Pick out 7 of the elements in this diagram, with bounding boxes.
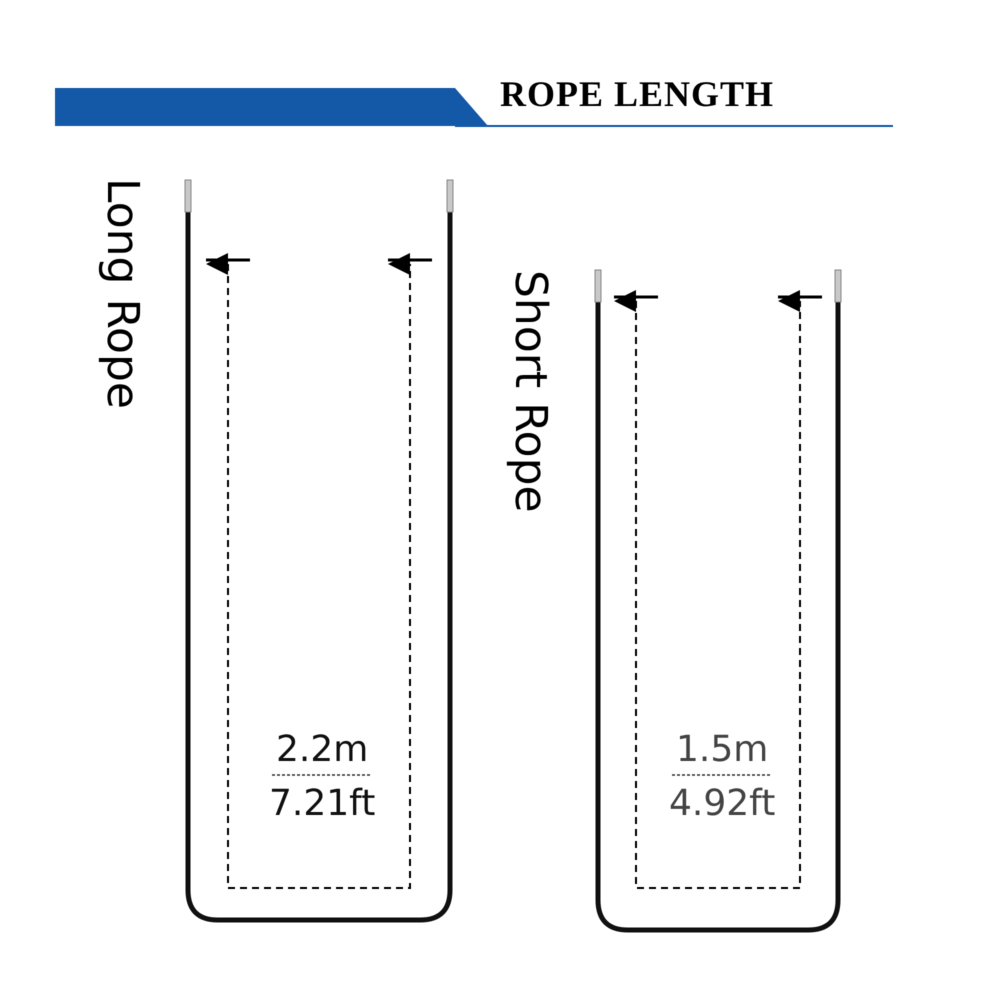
rope-label: Long Rope: [100, 178, 144, 409]
length-metres: 1.5m: [676, 732, 768, 768]
length-metres: 2.2m: [276, 732, 368, 768]
length-feet: 7.21ft: [269, 786, 376, 822]
length-feet: 4.92ft: [669, 786, 776, 822]
section-title: ROPE LENGTH: [500, 76, 774, 112]
rope-label: Short Rope: [508, 270, 552, 513]
